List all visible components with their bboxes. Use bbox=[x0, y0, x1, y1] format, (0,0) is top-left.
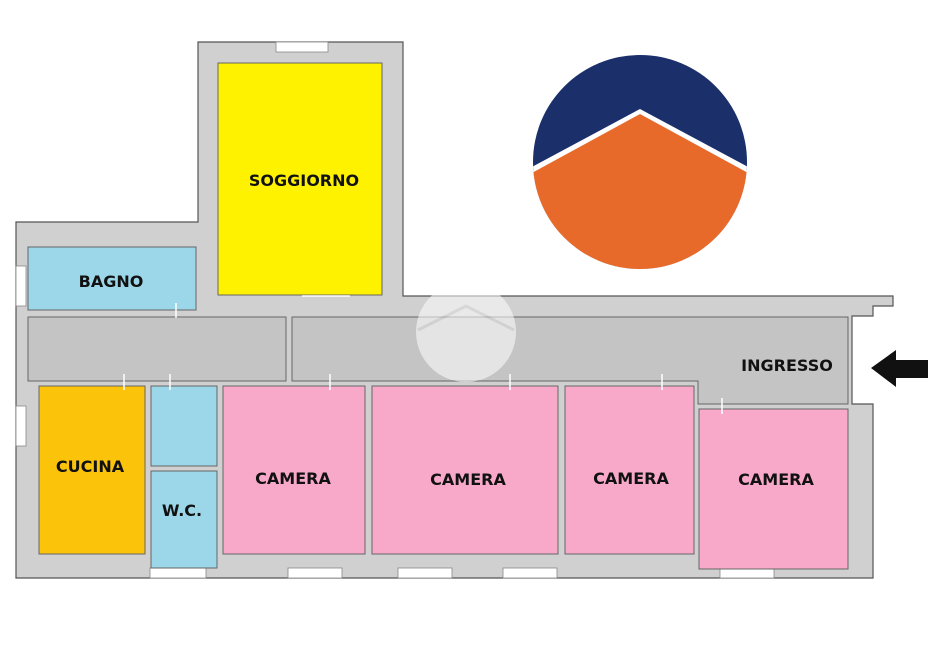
label-bagno: BAGNO bbox=[79, 272, 144, 291]
window-camera-1 bbox=[287, 567, 343, 579]
doors bbox=[123, 295, 723, 414]
window-bagno bbox=[15, 265, 27, 307]
label-camera-2: CAMERA bbox=[430, 470, 506, 489]
window-cucina bbox=[15, 405, 27, 447]
label-soggiorno: SOGGIORNO bbox=[249, 171, 359, 190]
agency-logo-icon bbox=[533, 55, 747, 269]
room-wc-upper bbox=[150, 385, 218, 467]
room-soggiorno bbox=[217, 62, 383, 296]
window-camera-2b bbox=[502, 567, 558, 579]
label-ingresso: INGRESSO bbox=[741, 356, 833, 375]
room-camera-1 bbox=[222, 385, 366, 555]
label-wc: W.C. bbox=[162, 501, 202, 520]
label-camera-3: CAMERA bbox=[593, 469, 669, 488]
label-camera-4: CAMERA bbox=[738, 470, 814, 489]
window-soggiorno bbox=[275, 41, 329, 53]
room-cucina bbox=[38, 385, 146, 555]
window-camera-2 bbox=[397, 567, 453, 579]
window-wc bbox=[149, 567, 207, 579]
room-bagno bbox=[27, 246, 197, 311]
label-camera-1: CAMERA bbox=[255, 469, 331, 488]
entrance-arrow-icon bbox=[871, 350, 928, 387]
room-camera-4 bbox=[698, 408, 849, 570]
rooms bbox=[27, 62, 849, 570]
room-camera-2 bbox=[371, 385, 559, 555]
room-camera-3 bbox=[564, 385, 695, 555]
corridor-west bbox=[27, 316, 287, 382]
watermark-icon bbox=[416, 282, 516, 382]
label-cucina: CUCINA bbox=[56, 457, 125, 476]
room-wc-lower bbox=[150, 470, 218, 569]
windows bbox=[15, 41, 775, 579]
